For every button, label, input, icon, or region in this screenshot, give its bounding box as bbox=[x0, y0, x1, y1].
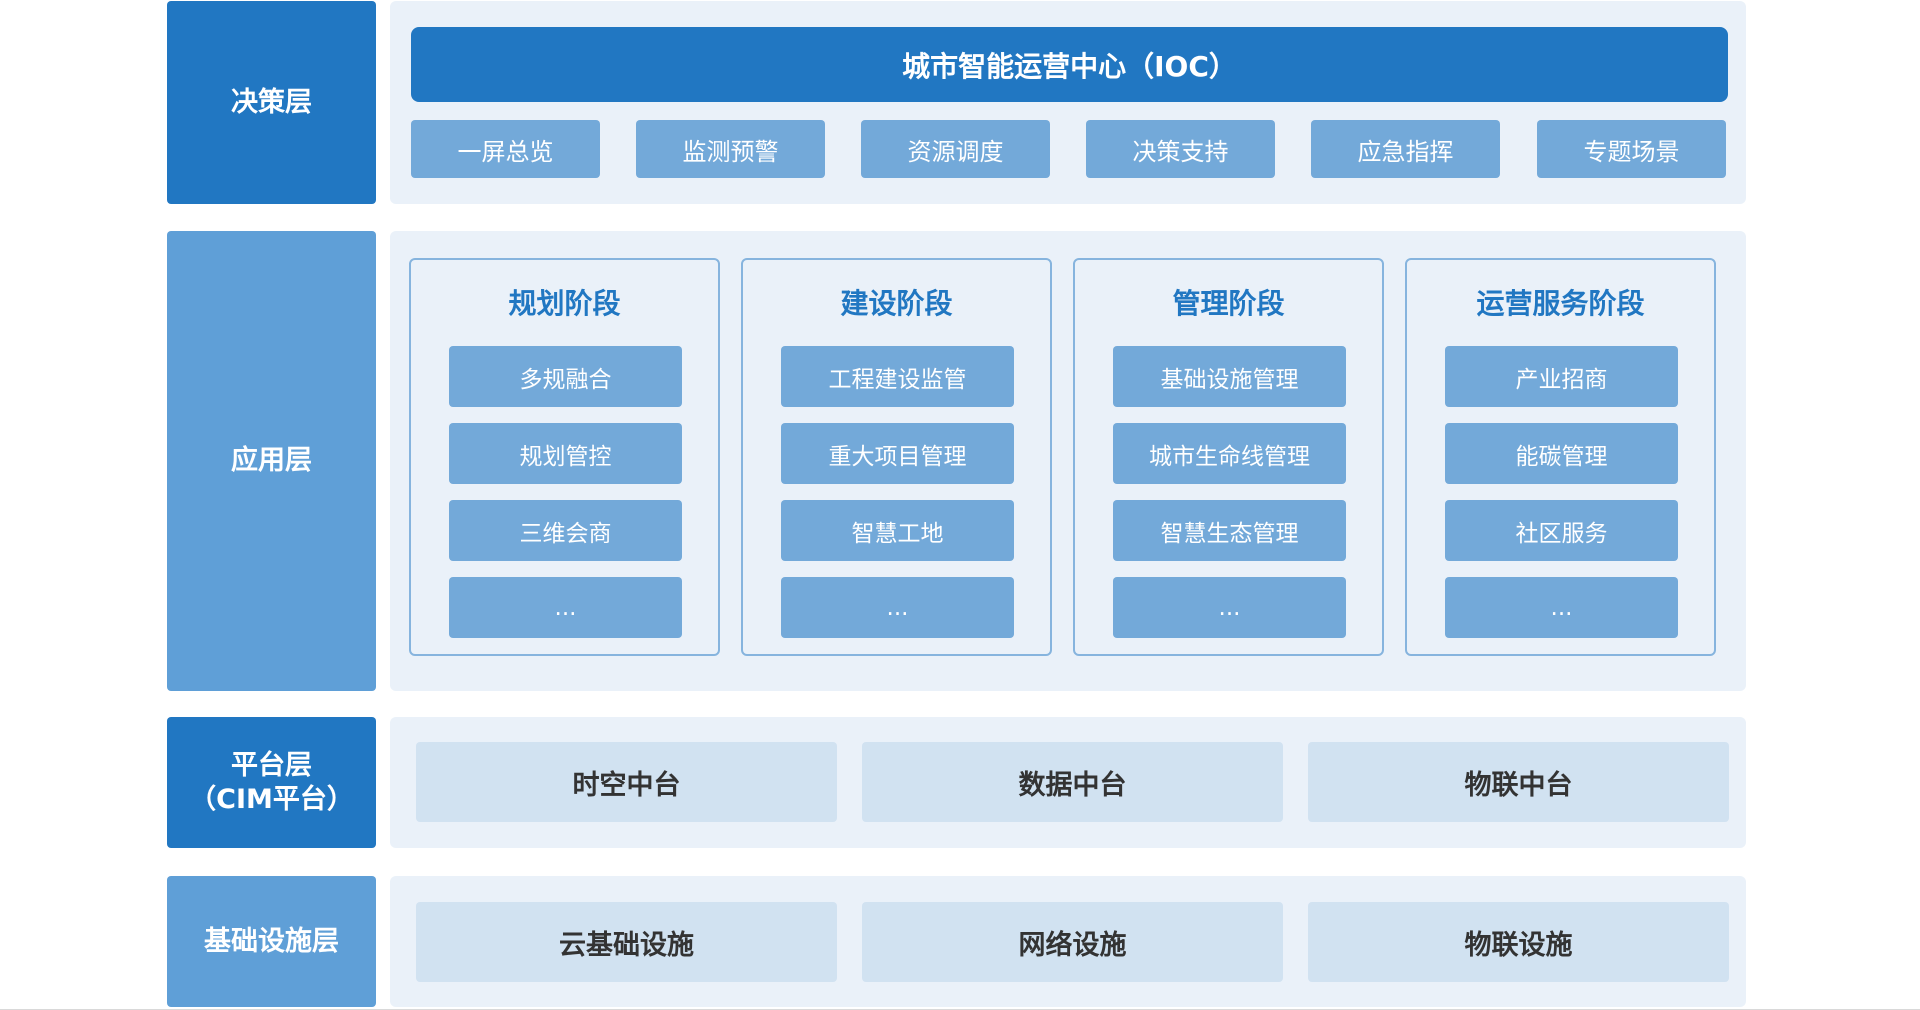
stage-item: 能碳管理 bbox=[1445, 423, 1678, 484]
stage-item-more: ... bbox=[449, 577, 682, 638]
stage-item-label: 城市生命线管理 bbox=[1149, 443, 1310, 470]
stage-item: 重大项目管理 bbox=[781, 423, 1014, 484]
stage-item-label: ... bbox=[886, 594, 909, 621]
stage-construction: 建设阶段 工程建设监管 重大项目管理 智慧工地 ... bbox=[741, 258, 1052, 656]
stage-item-label: 智慧生态管理 bbox=[1160, 520, 1299, 547]
stage-item-label: 规划管控 bbox=[519, 443, 612, 470]
block-label: 云基础设施 bbox=[559, 929, 694, 961]
function-item-label: 资源调度 bbox=[907, 137, 1004, 166]
platform-layer-label: 平台层 （CIM平台） bbox=[167, 717, 376, 848]
stage-title: 运营服务阶段 bbox=[1476, 287, 1645, 320]
iot-hub-block: 物联中台 bbox=[1308, 742, 1729, 822]
application-layer-label: 应用层 bbox=[167, 231, 376, 691]
stage-item: 基础设施管理 bbox=[1113, 346, 1346, 407]
stage-title: 规划阶段 bbox=[508, 287, 621, 320]
spatiotemporal-hub-block: 时空中台 bbox=[416, 742, 837, 822]
stage-management: 管理阶段 基础设施管理 城市生命线管理 智慧生态管理 ... bbox=[1073, 258, 1384, 656]
function-item-label: 监测预警 bbox=[682, 137, 779, 166]
stage-item-label: ... bbox=[554, 594, 577, 621]
function-item-overview: 一屏总览 bbox=[411, 120, 600, 178]
function-item-monitoring: 监测预警 bbox=[636, 120, 825, 178]
stage-item-label: 重大项目管理 bbox=[828, 443, 967, 470]
network-infrastructure-block: 网络设施 bbox=[862, 902, 1283, 982]
stage-item-more: ... bbox=[1113, 577, 1346, 638]
stage-title: 管理阶段 bbox=[1172, 287, 1285, 320]
function-item-scenario: 专题场景 bbox=[1537, 120, 1726, 178]
application-layer-label-text: 应用层 bbox=[231, 445, 312, 477]
stage-item-label: 社区服务 bbox=[1515, 520, 1608, 547]
function-item-resource: 资源调度 bbox=[861, 120, 1050, 178]
function-item-label: 决策支持 bbox=[1132, 137, 1229, 166]
function-item-emergency: 应急指挥 bbox=[1311, 120, 1500, 178]
stage-item-label: 智慧工地 bbox=[851, 520, 944, 547]
stage-item: 社区服务 bbox=[1445, 500, 1678, 561]
stage-item: 智慧生态管理 bbox=[1113, 500, 1346, 561]
stage-operation-service: 运营服务阶段 产业招商 能碳管理 社区服务 ... bbox=[1405, 258, 1716, 656]
stage-item: 三维会商 bbox=[449, 500, 682, 561]
decision-layer-label-text: 决策层 bbox=[231, 86, 312, 118]
infrastructure-layer-label: 基础设施层 bbox=[167, 876, 376, 1007]
stage-item-label: 三维会商 bbox=[519, 520, 612, 547]
stage-item-label: 能碳管理 bbox=[1515, 443, 1608, 470]
block-label: 物联设施 bbox=[1464, 929, 1573, 961]
cloud-infrastructure-block: 云基础设施 bbox=[416, 902, 837, 982]
stage-item: 产业招商 bbox=[1445, 346, 1678, 407]
function-item-decision-support: 决策支持 bbox=[1086, 120, 1275, 178]
stage-item-label: 基础设施管理 bbox=[1160, 366, 1299, 393]
ioc-bar: 城市智能运营中心（IOC） bbox=[411, 27, 1728, 102]
block-label: 物联中台 bbox=[1464, 769, 1573, 801]
ioc-title: 城市智能运营中心（IOC） bbox=[902, 49, 1237, 83]
stage-item: 城市生命线管理 bbox=[1113, 423, 1346, 484]
infrastructure-layer-label-text: 基础设施层 bbox=[204, 925, 339, 957]
stage-item-more: ... bbox=[1445, 577, 1678, 638]
block-label: 数据中台 bbox=[1018, 769, 1127, 801]
stage-item: 智慧工地 bbox=[781, 500, 1014, 561]
platform-layer-label-line1: 平台层 bbox=[231, 749, 312, 781]
stage-item-label: 多规融合 bbox=[519, 366, 612, 393]
stage-item-label: ... bbox=[1218, 594, 1241, 621]
platform-layer-label-line2: （CIM平台） bbox=[189, 783, 354, 815]
stage-title: 建设阶段 bbox=[840, 287, 953, 320]
data-hub-block: 数据中台 bbox=[862, 742, 1283, 822]
stage-item: 规划管控 bbox=[449, 423, 682, 484]
block-label: 时空中台 bbox=[572, 769, 681, 801]
stage-item-label: 工程建设监管 bbox=[828, 366, 967, 393]
stage-item: 工程建设监管 bbox=[781, 346, 1014, 407]
stage-planning: 规划阶段 多规融合 规划管控 三维会商 ... bbox=[409, 258, 720, 656]
stage-item-label: ... bbox=[1550, 594, 1573, 621]
function-item-label: 专题场景 bbox=[1583, 137, 1680, 166]
function-item-label: 应急指挥 bbox=[1357, 137, 1454, 166]
block-label: 网络设施 bbox=[1018, 929, 1127, 961]
stage-item-label: 产业招商 bbox=[1515, 366, 1608, 393]
stage-item: 多规融合 bbox=[449, 346, 682, 407]
decision-layer-label: 决策层 bbox=[167, 1, 376, 204]
iot-infrastructure-block: 物联设施 bbox=[1308, 902, 1729, 982]
function-item-label: 一屏总览 bbox=[457, 137, 554, 166]
stage-item-more: ... bbox=[781, 577, 1014, 638]
